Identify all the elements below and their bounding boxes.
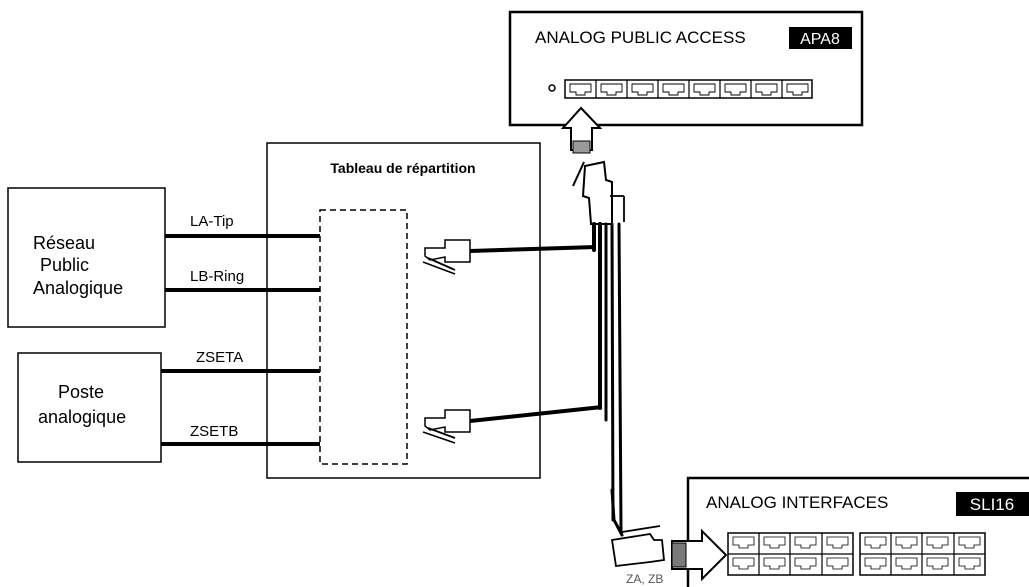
analog-phone-box: Poste analogique	[17, 352, 162, 463]
frame-plug-bottom-icon	[422, 409, 471, 444]
apa8-module: ANALOG PUBLIC ACCESS APA8	[508, 10, 864, 127]
sli16-title: ANALOG INTERFACES	[706, 493, 888, 512]
apa8-plug-icon	[572, 160, 625, 225]
sli16-badge-bg	[956, 492, 1029, 516]
wires	[161, 234, 320, 446]
distribution-frame: Tableau de répartition	[266, 142, 541, 479]
public-network-box: Réseau Public Analogique	[7, 187, 166, 328]
sli16-module: ANALOG INTERFACES SLI16	[686, 476, 1029, 587]
sli16-port-strip	[727, 532, 986, 576]
sli16-plug-icon	[610, 525, 665, 567]
plug-grey-tip	[572, 140, 591, 154]
frame-plug-top-icon	[422, 239, 471, 275]
wire-zseta-label: ZSETA	[196, 349, 243, 366]
cable-bundle	[592, 222, 624, 537]
apa8-led	[548, 84, 556, 92]
phone-line1: Poste	[58, 382, 104, 402]
apa8-badge-bg	[789, 27, 852, 49]
plug-grey-tip-right	[671, 542, 687, 568]
phone-line2: analogique	[38, 407, 126, 427]
apa8-port-strip	[564, 79, 813, 99]
terminal-block	[319, 209, 408, 465]
wire-lb-label: LB-Ring	[190, 268, 244, 285]
apa8-badge: APA8	[800, 31, 840, 48]
connector-label: ZA, ZB	[626, 572, 663, 586]
frame-title: Tableau de répartition	[330, 160, 475, 176]
network-line2: Public	[40, 255, 89, 275]
cable-bottom	[469, 405, 603, 423]
network-line1: Réseau	[33, 233, 95, 253]
apa8-title: ANALOG PUBLIC ACCESS	[535, 28, 746, 47]
network-line3: Analogique	[33, 278, 123, 298]
wire-la-label: LA-Tip	[190, 213, 234, 230]
wire-zsetb-label: ZSETB	[190, 423, 238, 440]
cable-top	[469, 245, 597, 253]
sli16-badge: SLI16	[970, 495, 1014, 514]
